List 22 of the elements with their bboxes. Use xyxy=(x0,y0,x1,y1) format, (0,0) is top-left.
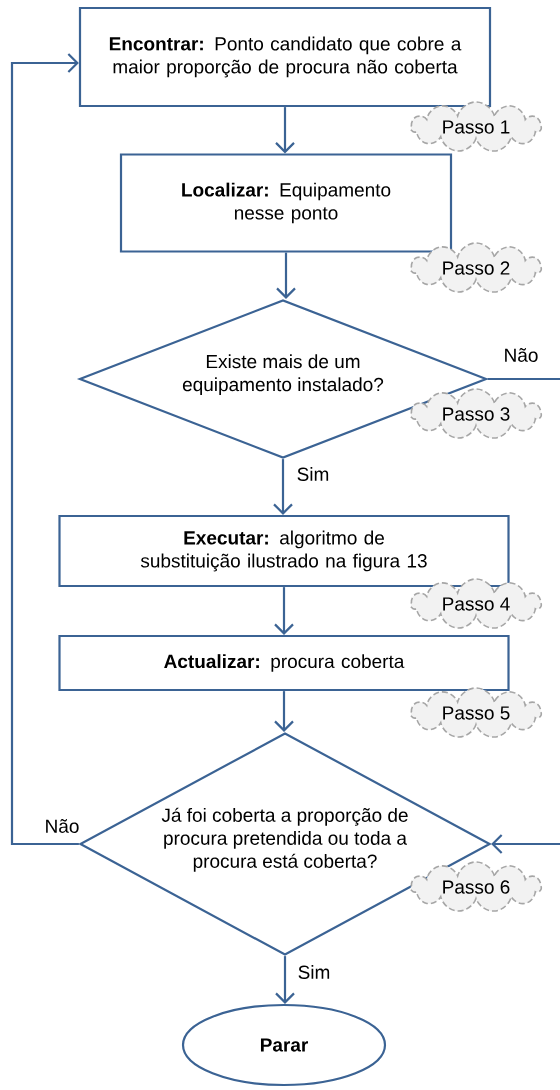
step-cloud: Passo 4 xyxy=(409,578,543,629)
step-cloud: Passo 3 xyxy=(409,388,543,439)
edge-label: Sim xyxy=(296,964,332,980)
edge-label: Sim xyxy=(295,466,331,482)
arrow xyxy=(275,956,295,1004)
process-box: Localizar: Equipamento nesse ponto xyxy=(119,153,453,253)
arrow xyxy=(491,834,560,854)
process-box: Encontrar: Ponto candidato que cobre a maior proporção de procura não coberta xyxy=(78,6,492,108)
arrow xyxy=(274,587,294,635)
arrow xyxy=(273,459,293,515)
edge-label: Não xyxy=(502,347,540,363)
arrow xyxy=(10,53,79,846)
step-cloud: Passo 1 xyxy=(409,101,543,152)
step-cloud: Passo 5 xyxy=(409,687,543,738)
arrow xyxy=(274,691,294,732)
arrow xyxy=(275,107,295,154)
step-cloud: Passo 6 xyxy=(409,861,543,912)
step-cloud: Passo 2 xyxy=(409,242,543,293)
arrow xyxy=(276,252,296,299)
process-box: Actualizar: procura coberta xyxy=(58,634,510,692)
edge-label: Não xyxy=(43,818,81,834)
process-box: Executar: algoritmo de substituição ilustrado na figura 13 xyxy=(58,514,510,588)
